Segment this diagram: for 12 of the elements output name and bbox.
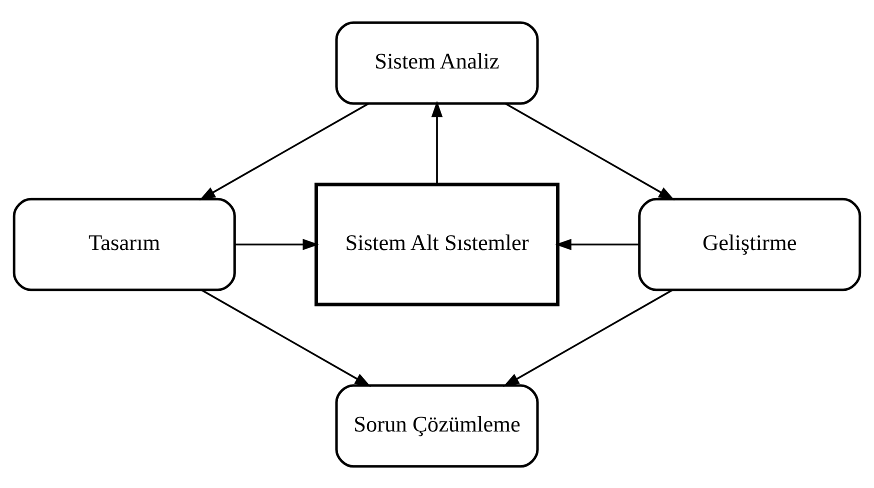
node-box: Tasarım — [12, 197, 236, 291]
arrow — [431, 100, 443, 184]
node-box: Sistem Alt Sıstemler — [314, 182, 560, 306]
arrow — [505, 102, 675, 200]
arrow — [201, 288, 371, 386]
arrow — [503, 288, 673, 386]
node-box: Sorun Çözümleme — [335, 384, 539, 468]
node-box: Geliştirme — [638, 197, 862, 291]
arrow — [234, 238, 319, 250]
arrow — [199, 102, 369, 200]
node-box: Sistem Analiz — [335, 20, 539, 104]
arrow — [555, 238, 640, 250]
